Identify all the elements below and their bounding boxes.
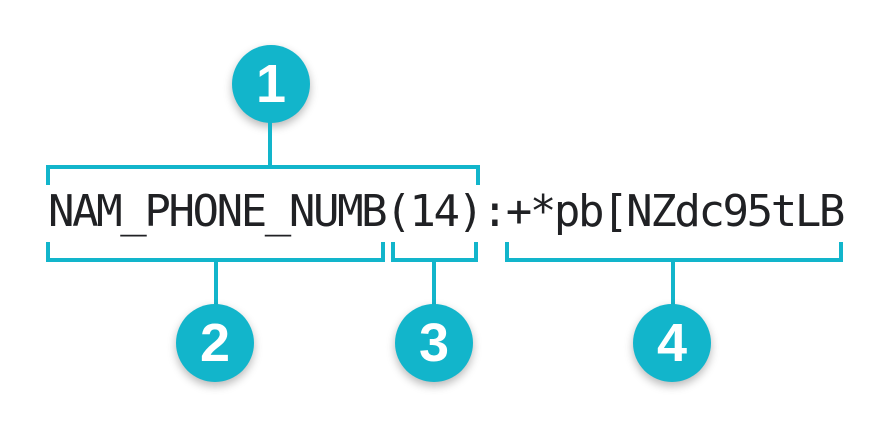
callout-1-number: 1 [255,54,287,114]
infotype-name-text: NAM_PHONE_NUMB [48,186,388,237]
callout-4-badge: 4 [633,304,711,382]
separator-text: : [481,186,509,237]
callout-2-connector-line [214,262,218,306]
callout-4-number: 4 [656,313,688,373]
callout-3-badge: 3 [395,304,473,382]
encrypted-value-text: +*pb[NZdc95tLB [505,186,846,237]
callout-3-number: 3 [418,313,450,373]
callout-2-badge: 2 [176,304,254,382]
callout-2-number: 2 [199,313,231,373]
bracket-surrogate-annotation [46,165,480,185]
callout-1-connector-line [268,121,272,167]
callout-1-badge: 1 [232,45,310,123]
callout-4-connector-line [671,262,675,306]
bracket-char-count [391,242,478,262]
bracket-infotype-name [46,242,385,262]
bracket-encrypted-value [505,242,843,262]
callout-3-connector-line [432,262,436,306]
surrogate-string: NAM_PHONE_NUMB (14) : +*pb[NZdc95tLB [48,186,846,237]
char-count-text: (14) [385,186,484,237]
